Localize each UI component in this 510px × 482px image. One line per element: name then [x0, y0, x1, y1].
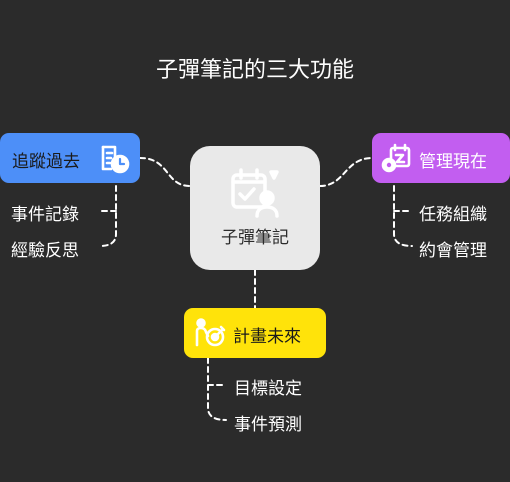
center-node: 子彈筆記	[190, 146, 320, 270]
connector-present	[319, 157, 373, 187]
leaf-item: 事件預測	[234, 415, 302, 435]
leaf-item: 任務組織	[419, 205, 487, 225]
connector-past	[139, 157, 191, 187]
connector-future-items	[207, 357, 227, 421]
center-label: 子彈筆記	[221, 228, 289, 248]
leaf-item: 事件記錄	[11, 205, 79, 225]
connector-past-items	[99, 185, 117, 247]
person-target-icon	[195, 318, 226, 347]
document-clock-icon	[101, 145, 130, 174]
diagram-title: 子彈筆記的三大功能	[155, 58, 354, 83]
branch-node-future: 計畫未來	[184, 308, 326, 358]
leaf-item: 經驗反思	[11, 241, 79, 261]
branch-label-future: 計畫未來	[233, 327, 301, 347]
leaf-item: 目標設定	[234, 379, 302, 399]
leaf-item: 約會管理	[419, 241, 487, 261]
branch-node-past: 追蹤過去	[0, 133, 140, 183]
connector-present-items	[393, 185, 413, 247]
branch-label-present: 管理現在	[419, 152, 487, 172]
calendar-gear-icon	[381, 143, 411, 173]
branch-label-past: 追蹤過去	[12, 152, 80, 172]
branch-node-present: 管理現在	[372, 133, 510, 183]
notebook-check-icon	[231, 168, 279, 218]
